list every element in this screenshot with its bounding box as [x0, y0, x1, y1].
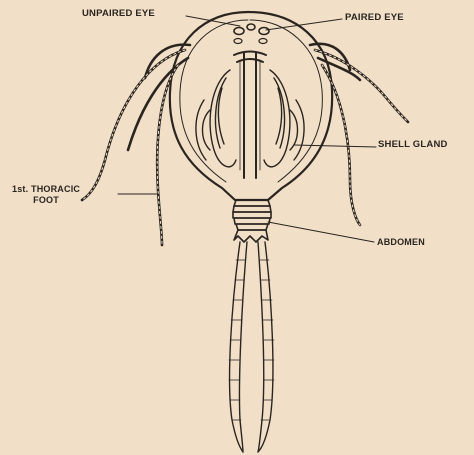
antennae-left	[82, 45, 190, 245]
shell-gland-left	[196, 70, 236, 167]
label-shell-gland: SHELL GLAND	[378, 140, 448, 150]
shell-gland-right	[264, 70, 304, 167]
caudal-rami	[230, 242, 273, 452]
label-thoracic-foot-line1: 1st. THORACIC	[12, 184, 80, 195]
gut	[234, 52, 266, 179]
label-thoracic-foot: 1st. THORACIC FOOT	[12, 184, 80, 206]
abdomen-segments	[233, 200, 271, 242]
label-thoracic-foot-line2: FOOT	[12, 195, 80, 206]
eye-group	[234, 24, 269, 44]
label-paired-eye: PAIRED EYE	[345, 13, 404, 23]
label-unpaired-eye: UNPAIRED EYE	[82, 9, 155, 19]
carapace-outline	[170, 12, 332, 200]
label-abdomen: ABDOMEN	[377, 237, 425, 247]
antennae-right	[310, 44, 408, 225]
